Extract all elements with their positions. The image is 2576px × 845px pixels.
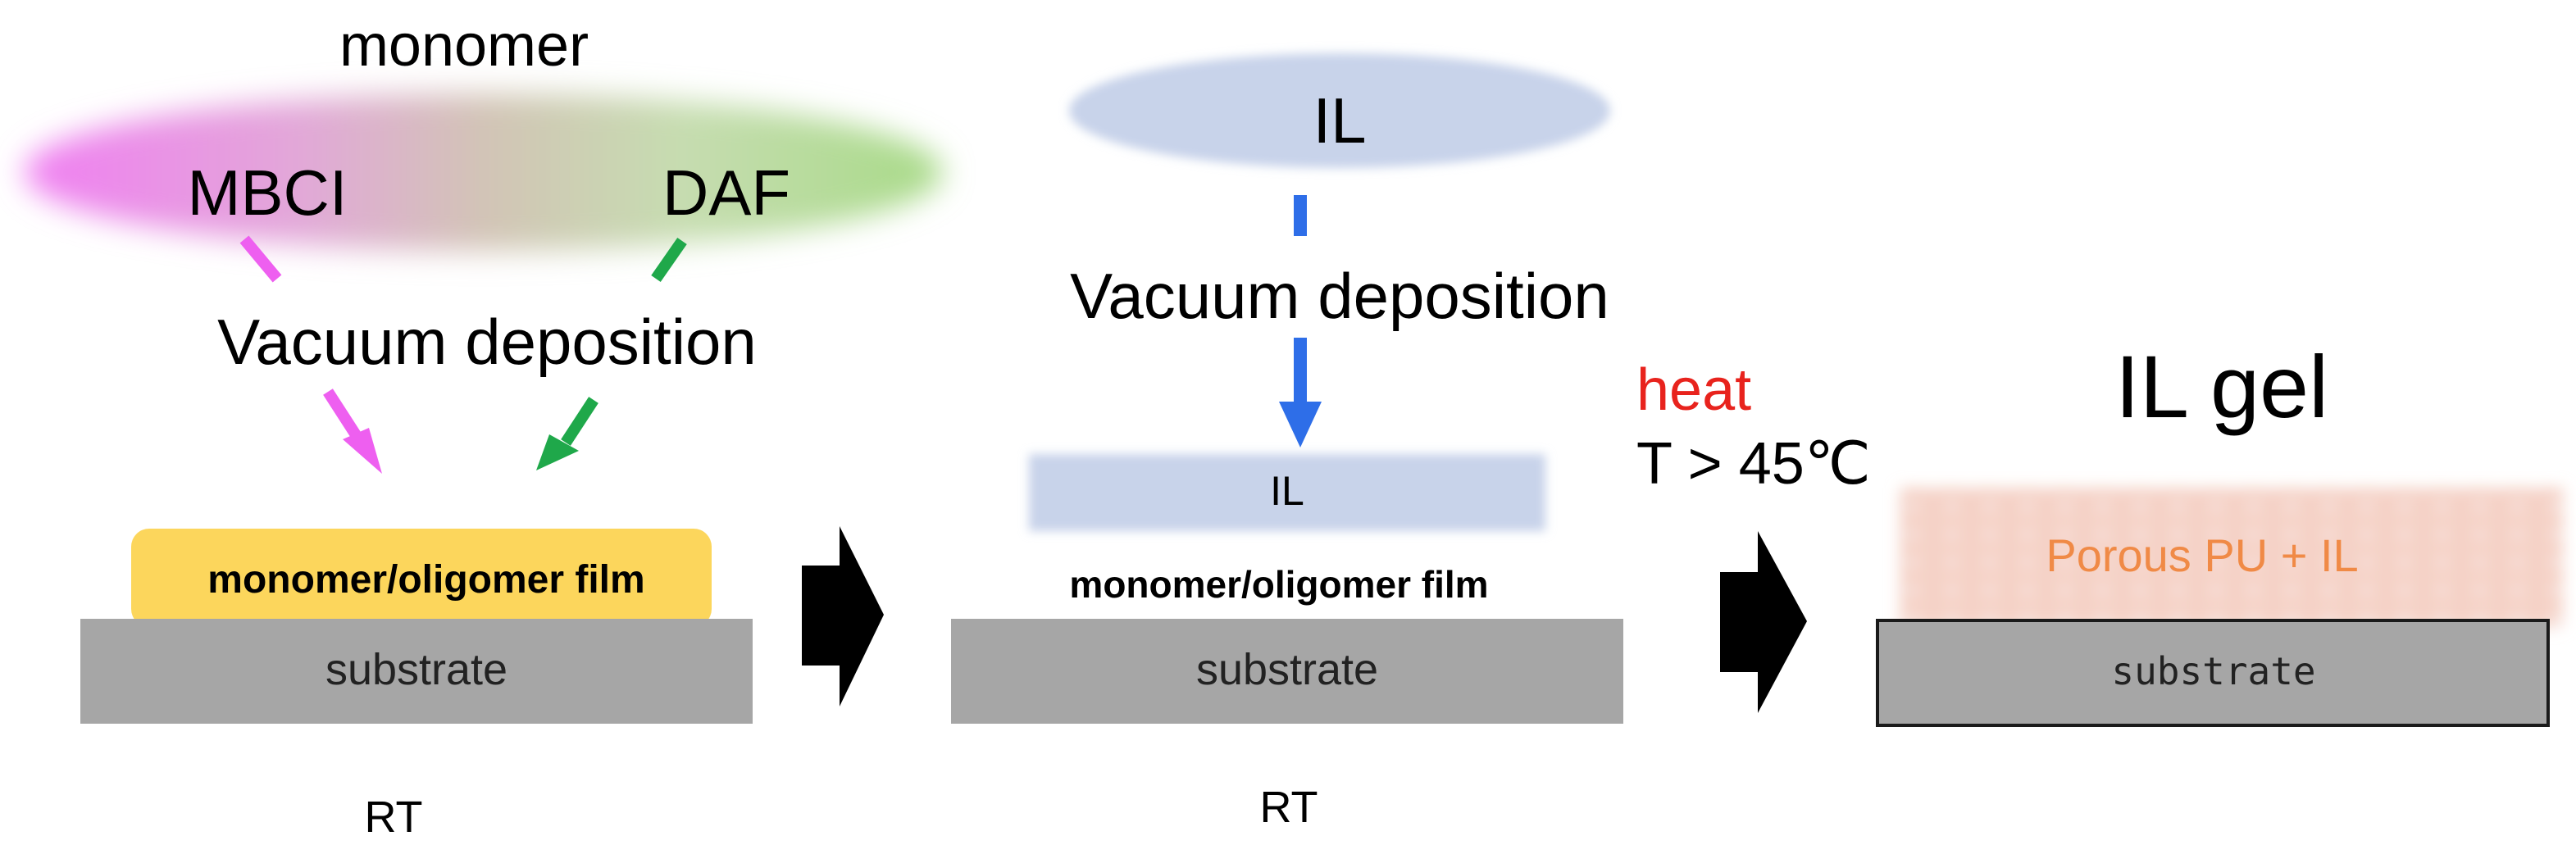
heat-label: heat [1636, 357, 1752, 423]
substrate-block [80, 619, 753, 724]
monomer-title: monomer [339, 13, 589, 79]
vacuum-deposition-label: Vacuum deposition [1070, 260, 1609, 332]
il-source-label: IL [1313, 84, 1367, 157]
black-arrow-icon [802, 526, 884, 706]
il-gel-title: IL gel [2114, 337, 2329, 436]
substrate-label: substrate [325, 645, 508, 694]
mbci-label: MBCI [187, 157, 348, 229]
il-source-cloud [1069, 53, 1610, 168]
film-label: monomer/oligomer film [1069, 563, 1489, 606]
il-layer [1029, 454, 1545, 531]
blue-arrow-icon [1279, 338, 1322, 447]
black-arrow-icon [1720, 531, 1807, 713]
substrate-block [951, 619, 1623, 724]
porous-layer-label: Porous PU + IL [2046, 529, 2359, 581]
pink-arrow-icon [239, 235, 282, 283]
temperature-label: RT [364, 793, 423, 842]
green-arrow-icon [651, 238, 687, 282]
porous-layer [1900, 488, 2563, 627]
temperature-label: RT [1259, 783, 1318, 832]
temperature-condition: T > 45℃ [1636, 431, 1871, 497]
substrate-label: substrate [1195, 645, 1379, 694]
substrate-label: substrate [2111, 649, 2316, 693]
green-arrow-icon [536, 397, 598, 470]
il-layer-label: IL [1270, 468, 1304, 514]
pink-arrow-icon [323, 388, 382, 474]
blue-dash-icon [1294, 195, 1307, 236]
monomer-cloud [25, 93, 943, 251]
monomer-film-layer [131, 529, 712, 627]
vacuum-deposition-label: Vacuum deposition [217, 306, 757, 378]
film-label: monomer/oligomer film [207, 558, 645, 602]
daf-label: DAF [662, 157, 790, 229]
substrate-block [1876, 619, 2550, 727]
